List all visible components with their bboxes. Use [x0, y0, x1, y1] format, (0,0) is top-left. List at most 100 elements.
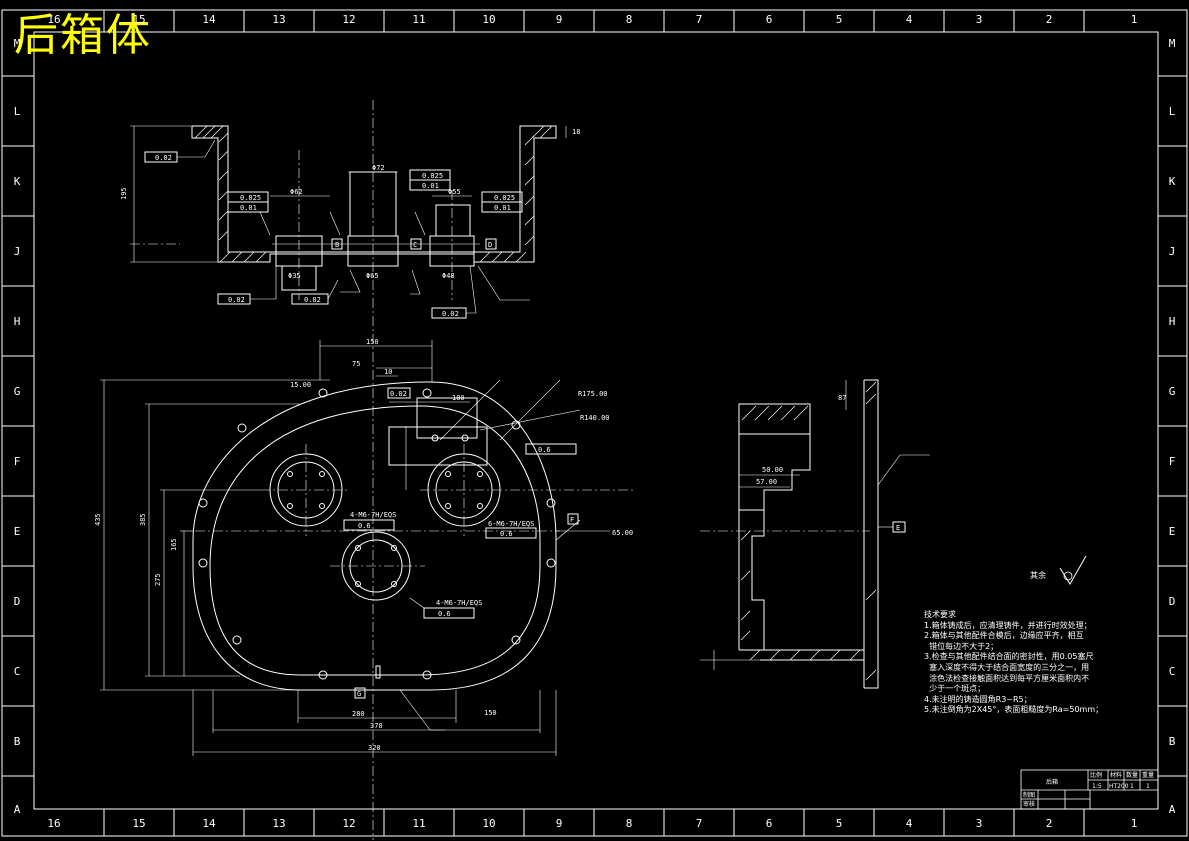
zone-row-label: E	[1168, 525, 1176, 538]
zone-row-label: K	[1168, 175, 1176, 188]
zone-col-label: 11	[412, 13, 426, 26]
pos-tol-3: 0.6	[438, 610, 451, 618]
tol-b: 0.01	[240, 204, 257, 212]
tol-c4: 0.02	[442, 310, 459, 318]
zone-row-label: G	[1168, 385, 1176, 398]
plan-view	[100, 340, 635, 756]
tol-b2: 0.01	[422, 182, 439, 190]
zone-col-label: 8	[625, 817, 633, 830]
zone-col-label: 11	[412, 817, 426, 830]
roughness-label: 其余	[1030, 571, 1046, 580]
holes-a: 4-M6-7H/EQS	[350, 511, 396, 519]
zone-col-label: 2	[1045, 13, 1053, 26]
tol-c3: 0.02	[304, 296, 321, 304]
tol-a2: 0.025	[422, 172, 443, 180]
zone-col-label: 2	[1045, 817, 1053, 830]
zone-ticks	[2, 10, 1187, 836]
dim-h165: 165	[170, 538, 178, 551]
zone-col-label: 10	[482, 13, 496, 26]
zone-col-label: 7	[695, 13, 703, 26]
zone-col-label: 12	[342, 13, 356, 26]
dim-d55: Φ55	[448, 188, 461, 196]
dim-h275: 275	[154, 573, 162, 586]
side-87: 87	[838, 394, 846, 402]
zone-row-label: B	[1168, 735, 1176, 748]
dim-d48: Φ48	[442, 272, 455, 280]
tb-cell-5: HT200	[1109, 783, 1129, 790]
dim-flange: 18	[572, 128, 580, 136]
hatch	[194, 125, 553, 263]
tol-a: 0.025	[240, 194, 261, 202]
zone-col-label: 4	[905, 13, 913, 26]
note-line: 少于一个斑点；	[924, 684, 986, 694]
side-hatch	[740, 381, 877, 681]
datum-g: G	[357, 690, 361, 698]
zone-col-label: 13	[272, 817, 286, 830]
datum-b: B	[335, 241, 339, 249]
title-block-text: 后箱 比例 材料 数量 重量 1:5 HT200 1 1 制图 审核	[1023, 771, 1154, 808]
zone-row-label: A	[13, 803, 21, 816]
dim-d65: Φ65	[366, 272, 379, 280]
pos-tol-2: 0.6	[500, 530, 513, 538]
tb-row-1: 审核	[1023, 800, 1035, 808]
zone-row-label: E	[13, 525, 21, 538]
drawing-title: 后箱体	[14, 10, 152, 61]
tb-name: 后箱	[1046, 778, 1058, 786]
dim-d72: Φ72	[372, 164, 385, 172]
zone-col-label: 15	[132, 817, 146, 830]
note-line: 3.检查与其他配件结合面的密封性，用0.05塞尺	[924, 652, 1094, 662]
dim-w75: 75	[352, 360, 360, 368]
zone-col-label: 14	[202, 817, 216, 830]
technical-notes: 技术要求 1.箱体铸成后，应清理铸件，并进行时效处理； 2.箱体与其他配件合模后…	[924, 610, 1104, 716]
dim-m65: 65.00	[612, 529, 633, 537]
dim-w280: 280	[352, 710, 365, 718]
note-line: 5.未注倒角为2X45°，表面粗糙度为Ra=50mm；	[924, 705, 1104, 715]
zone-col-label: 5	[835, 13, 843, 26]
dim-top-height: 195	[120, 187, 128, 200]
zone-row-label: H	[1168, 315, 1176, 328]
tb-cell-3: 重量	[1142, 771, 1154, 779]
note-line: 涂色法检查接触面积达到每平方厘米面积内不	[924, 673, 1090, 683]
zone-row-label: F	[13, 455, 21, 468]
zone-col-label: 16	[47, 13, 61, 26]
dim-d62: Φ62	[290, 188, 303, 196]
zone-row-label: J	[13, 245, 21, 258]
dim-r140: R140.00	[580, 414, 610, 422]
notes-heading: 技术要求	[924, 610, 956, 619]
title-block	[1020, 769, 1159, 810]
dim-w320: 320	[368, 744, 381, 752]
top-section-view	[130, 100, 567, 840]
zone-col-label: 6	[765, 817, 773, 830]
zone-row-label: C	[13, 665, 21, 678]
note-line: 错位每边不大于2；	[924, 641, 999, 651]
zone-col-label: 3	[975, 13, 983, 26]
dim-h435: 435	[94, 513, 102, 526]
zone-col-label: 7	[695, 817, 703, 830]
note-line: 2.箱体与其他配件合模后，边缘应平齐，相互	[924, 631, 1084, 641]
zone-row-label: D	[1168, 595, 1176, 608]
tol-b3: 0.01	[494, 204, 511, 212]
tol-a3: 0.025	[494, 194, 515, 202]
tb-cell-1: 材料	[1110, 771, 1122, 779]
note-line: 1.箱体铸成后，应清理铸件，并进行时效处理；	[924, 620, 1092, 630]
zone-col-label: 15	[132, 13, 146, 26]
zone-col-label: 5	[835, 817, 843, 830]
zone-col-label: 14	[202, 13, 216, 26]
holes-b: 6-M6-7H/EQS	[488, 520, 534, 528]
dimension-labels: 195 18 Φ62 Φ72 Φ55 Φ65 Φ48 Φ35 0.025 0.0…	[94, 128, 900, 752]
pos-tol-4: 0.6	[538, 446, 551, 454]
dim-w10: 10	[384, 368, 392, 376]
inner-border	[33, 31, 1159, 810]
datum-f: F	[570, 516, 574, 524]
zone-row-label: H	[13, 315, 21, 328]
dim-w100: 100	[452, 394, 465, 402]
dim-w150b: 150	[484, 709, 497, 717]
datum-c: C	[413, 241, 417, 249]
tb-cell-7: 1	[1146, 783, 1150, 790]
note-line: 4.未注明的铸造圆角R3~R5；	[924, 694, 1032, 704]
zone-row-label: L	[13, 105, 21, 118]
zone-col-label: 10	[482, 817, 496, 830]
dim-m15: 15.00	[290, 381, 311, 389]
holes-a2: 4-M6-7H/EQS	[436, 599, 482, 607]
dim-h385: 385	[139, 513, 147, 526]
